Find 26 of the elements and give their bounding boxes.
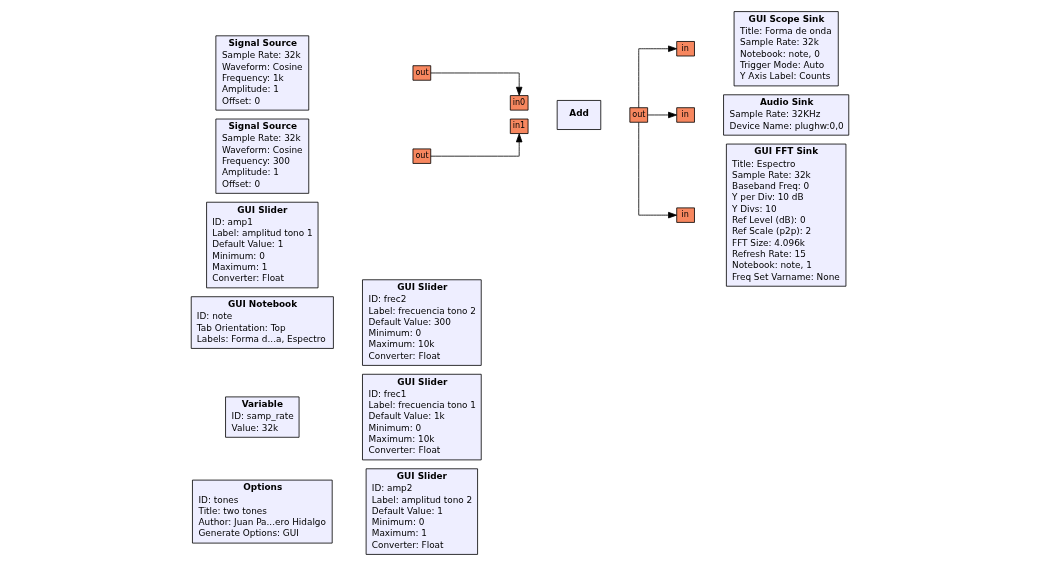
node-box: in xyxy=(675,207,695,223)
node-box: Options ID: tones Title: two tones Author: Juan Pa...ero Hidalgo Generate Options: GUI xyxy=(191,479,333,544)
node-box: in xyxy=(675,41,695,57)
node-box: GUI Slider ID: frec2 Label: frecuencia tono 2 Default Value: 300 Minimum: 0 Maximum: 10k Converter: Float xyxy=(361,279,482,366)
node-box: GUI Slider ID: frec1 Label: frecuencia tono 1 Default Value: 1k Minimum: 0 Maximum: 10k Converter: Float xyxy=(361,373,482,461)
node-box: Signal Source Sample Rate: 32k Waveform: Cosine Frequency: 1k Amplitude: 1 Offset: 0 xyxy=(214,35,309,111)
node-box: GUI FFT Sink Title: Espectro Sample Rate: 32k Baseband Freq: 0 Y per Div: 10 dB Y Divs: 10 Ref Level (dB): 0 Ref Scale (p2p): 2 FFT Size: 4.096k Refresh Rate: 15 Notebook: note, 1 Freq Set Varname: None xyxy=(725,143,846,287)
node-box: out xyxy=(412,65,431,81)
node-box: Audio Sink Sample Rate: 32KHz Device Name: plughw:0,0 xyxy=(722,94,849,136)
arrow xyxy=(646,111,677,119)
node-box: in0 xyxy=(509,95,528,111)
node-box: GUI Slider ID: amp1 Label: amplitud tono 1 Default Value: 1 Minimum: 0 Maximum: 1 Converter: Float xyxy=(205,201,318,289)
node-box: Signal Source Sample Rate: 32k Waveform: Cosine Frequency: 300 Amplitude: 1 Offset: 0 xyxy=(214,118,309,194)
node-box: out xyxy=(412,148,431,164)
node-box: GUI Slider ID: amp2 Label: amplitud tono 2 Default Value: 1 Minimum: 0 Maximum: 1 Converter: Float xyxy=(365,468,478,555)
arrow xyxy=(429,72,522,96)
node-box: GUI Notebook ID: note Tab Orientation: Top Labels: Forma d...a, Espectro xyxy=(190,296,334,349)
node-box: in1 xyxy=(509,118,528,134)
node-box: Variable ID: samp_rate Value: 32k xyxy=(224,396,299,438)
node-box: in xyxy=(675,107,695,123)
node-box: Add xyxy=(556,100,601,130)
node-box: out xyxy=(628,107,648,123)
arrow xyxy=(637,45,677,109)
arrow xyxy=(429,133,522,157)
arrow xyxy=(637,122,677,219)
node-box: GUI Scope Sink Title: Forma de onda Sample Rate: 32k Notebook: note, 0 Trigger Mode: Auto Y Axis Label: Counts xyxy=(733,11,839,87)
